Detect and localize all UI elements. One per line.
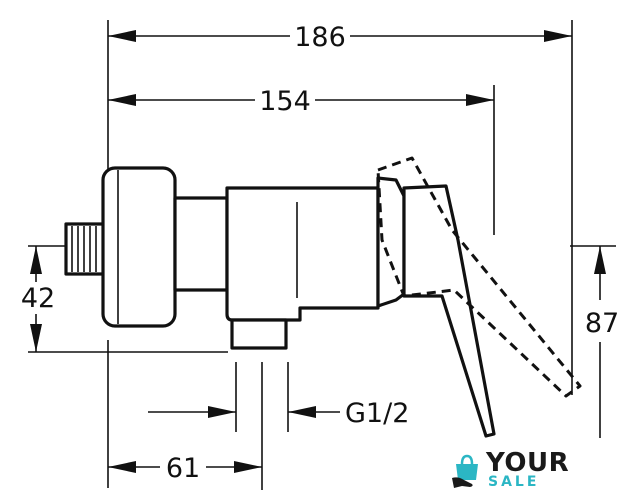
arrowhead-right: [544, 30, 572, 42]
dimension-label-overall: 186: [294, 22, 346, 53]
dimension-label-outlet: 61: [166, 453, 200, 484]
dimension-lever-height: 87: [570, 245, 619, 438]
inlet-thread: [64, 222, 106, 276]
valve-body: [225, 186, 380, 322]
lever-solid: [402, 184, 496, 438]
dimension-thread: G1/2: [148, 362, 409, 490]
arrowhead-up: [594, 246, 606, 274]
logo-text-primary: YOUR: [486, 448, 570, 478]
outlet-nozzle: [230, 318, 288, 350]
mixer-body: [64, 156, 582, 438]
arrowhead-down: [30, 324, 42, 352]
dimension-label-inlet: 42: [21, 283, 55, 314]
lever-dashed: [376, 156, 582, 398]
arrowhead-right: [466, 94, 494, 106]
wall-flange: [101, 166, 177, 328]
dimension-outlet-offset: 61: [107, 340, 262, 488]
arrowhead-right: [234, 461, 262, 473]
arrowhead-left: [288, 406, 316, 418]
shopping-bag-hand-icon: [452, 454, 478, 488]
dimension-body-width: 154: [108, 85, 495, 235]
arrowhead-left: [108, 461, 136, 473]
arrowhead-up: [30, 246, 42, 274]
dimension-inlet-height: 42: [21, 245, 228, 353]
dimension-overall-width: 186: [107, 20, 573, 395]
dimension-label-thread: G1/2: [345, 398, 409, 429]
your-sale-logo: YOUR SALE: [448, 448, 578, 494]
arrowhead-right: [208, 406, 236, 418]
arrowhead-left: [108, 94, 136, 106]
logo-text-secondary: SALE: [488, 474, 540, 490]
arrowhead-left: [108, 30, 136, 42]
dimension-label-lever: 87: [585, 308, 619, 339]
dimension-label-body: 154: [259, 86, 311, 117]
